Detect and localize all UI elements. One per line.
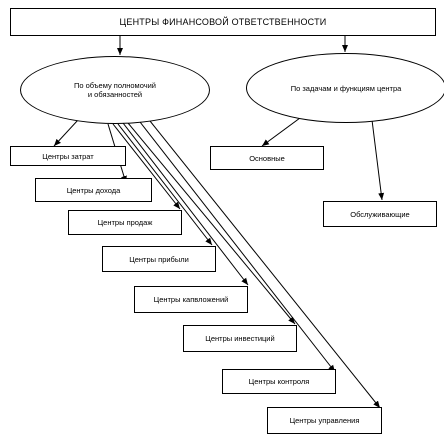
- investment-centers-box: Центры инвестиций: [183, 325, 297, 352]
- main-centers-box: Основные: [210, 146, 324, 170]
- diagram-title: ЦЕНТРЫ ФИНАНСОВОЙ ОТВЕТСТВЕННОСТИ: [10, 8, 436, 36]
- arrow-to-main-centers: [261, 117, 301, 147]
- capex-centers-box: Центры капвложений: [134, 286, 248, 313]
- arrow-to-investment-centers: [127, 122, 296, 325]
- cost-centers-box: Центры затрат: [10, 146, 126, 166]
- control-centers-box: Центры контроля: [222, 369, 336, 394]
- management-centers-box: Центры управления: [267, 407, 382, 434]
- arrow-to-cost-centers: [53, 119, 79, 147]
- arrow-to-capex-centers: [122, 122, 249, 286]
- profit-centers-box: Центры прибыли: [102, 246, 216, 272]
- arrow-to-service-centers: [371, 119, 385, 201]
- arrow-to-management-centers: [149, 120, 381, 409]
- arrow-to-profit-centers: [117, 123, 213, 246]
- revenue-centers-box: Центры дохода: [35, 178, 152, 202]
- arrow-to-control-centers: [139, 121, 336, 373]
- service-centers-box: Обслуживающие: [323, 201, 437, 227]
- left-group-node: По объему полномочий и обязанностей: [20, 56, 210, 124]
- right-group-node: По задачам и функциям центра: [246, 53, 444, 123]
- arrow-to-sales-centers: [112, 123, 181, 210]
- sales-centers-box: Центры продаж: [68, 210, 182, 235]
